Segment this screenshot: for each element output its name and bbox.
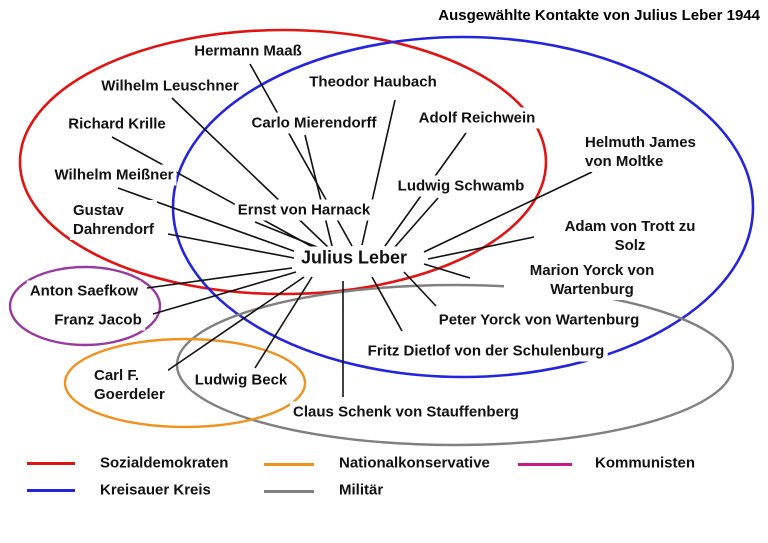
connector-line-trott: [427, 236, 535, 260]
connector-line-jacob: [152, 271, 297, 315]
legend-label-kommunisten: Kommunisten: [595, 454, 696, 472]
legend-swatch-sozialdemokraten: [27, 462, 75, 465]
connector-line-peter: [403, 271, 437, 307]
legend-swatch-kreisauer-kreis: [27, 489, 75, 492]
label-wilhelm-meissner: Wilhelm Meißner: [51, 164, 177, 186]
connector-line-beck: [254, 276, 313, 369]
label-gustav-dahrendorf: Gustav Dahrendorf: [70, 200, 157, 240]
label-carlo-mierendorff: Carlo Mierendorff: [248, 112, 380, 134]
connector-line-fritz: [371, 276, 403, 332]
sozialdemokraten-ellipse: [18, 28, 548, 296]
legend-swatch-nationalkonservative: [264, 463, 314, 466]
label-hermann-maass: Hermann Maaß: [191, 40, 305, 62]
label-theodor-haubach: Theodor Haubach: [306, 71, 440, 93]
connector-line-saefkow: [146, 267, 293, 289]
label-adolf-reichwein: Adolf Reichwein: [415, 107, 539, 129]
label-adam-von-trott-zu-solz: Adam von Trott zu Solz: [561, 216, 699, 256]
nationalkonservative-ellipse: [63, 337, 307, 429]
legend-swatch-militaer: [264, 490, 314, 493]
label-claus-schenk-von-stauffenberg: Claus Schenk von Stauffenberg: [290, 401, 522, 423]
connector-lines: [111, 63, 593, 397]
label-franz-jacob: Franz Jacob: [51, 309, 145, 331]
connector-line-leuschner: [171, 97, 331, 250]
legend-swatch-kommunisten: [518, 463, 572, 466]
kommunisten-ellipse: [8, 265, 162, 347]
label-ludwig-beck: Ludwig Beck: [191, 369, 291, 391]
label-peter-yorck-von-wartenburg: Peter Yorck von Wartenburg: [435, 309, 643, 331]
connector-line-schwamb: [393, 197, 439, 249]
connector-line-haubach: [361, 99, 396, 246]
label-ernst-von-harnack: Ernst von Harnack: [234, 199, 374, 221]
connector-line-goerdeler: [163, 276, 305, 374]
connector-line-dahrendorf: [167, 233, 295, 259]
label-carl-f-goerdeler: Carl F. Goerdeler: [91, 365, 168, 405]
connector-line-meissner: [117, 187, 303, 255]
connector-line-moltke: [423, 171, 593, 253]
label-anton-saefkow: Anton Saefkow: [26, 280, 142, 302]
connector-line-krille: [111, 136, 321, 252]
legend-label-nationalkonservative: Nationalkonservative: [339, 454, 490, 472]
diagram-title: Ausgewählte Kontakte von Julius Leber 19…: [438, 7, 760, 24]
legend-label-sozialdemokraten: Sozialdemokraten: [100, 454, 229, 472]
label-wilhelm-leuschner: Wilhelm Leuschner: [98, 75, 242, 97]
label-richard-krille: Richard Krille: [65, 113, 169, 135]
label-marion-yorck-von-wartenburg: Marion Yorck von Wartenburg: [504, 260, 680, 300]
label-fritz-dietlof-von-der-schulenburg: Fritz Dietlof von der Schulenburg: [364, 340, 608, 362]
connector-line-harnack: [254, 221, 323, 250]
legend-label-kreisauer-kreis: Kreisauer Kreis: [100, 481, 211, 499]
legend-label-militaer: Militär: [339, 481, 384, 499]
label-julius-leber: Julius Leber: [293, 246, 415, 270]
label-ludwig-schwamb: Ludwig Schwamb: [394, 175, 528, 197]
connector-line-mierendorff: [304, 134, 333, 247]
connector-line-marion: [423, 263, 471, 279]
label-helmuth-james-von-moltke: Helmuth James von Moltke: [582, 132, 699, 172]
